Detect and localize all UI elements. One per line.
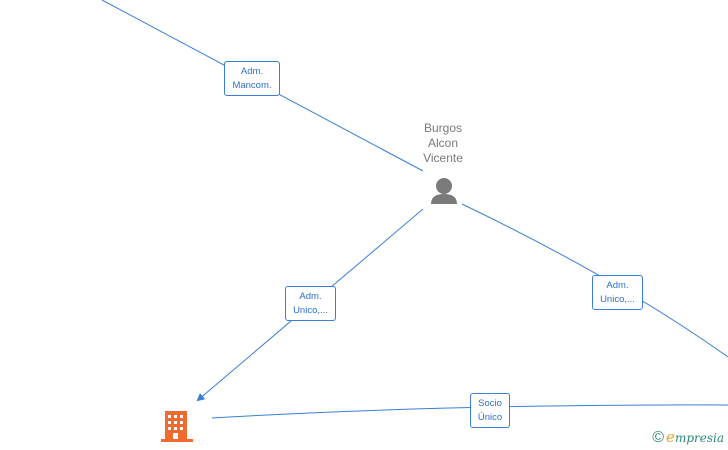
edge-label-line-1: Adm.	[606, 280, 629, 291]
person-name-line-1: Burgos	[423, 121, 463, 135]
empresia-logo-e: e	[666, 428, 675, 446]
person-name-line-2: Alcon	[427, 136, 459, 150]
copyright-icon: ©	[652, 429, 665, 446]
edge-label-line-2: Unico,...	[293, 305, 328, 316]
edge-label-line-2: Único	[477, 412, 503, 423]
edge-label-adm-unico-right[interactable]: Adm. Unico,...	[592, 275, 643, 310]
edge-label-line-2: Unico,...	[600, 294, 635, 305]
edge-label-line-1: Adm.	[240, 66, 264, 77]
building-icon[interactable]	[161, 411, 193, 442]
person-icon[interactable]	[431, 178, 457, 204]
edge-label-socio-unico[interactable]: Socio Único	[470, 393, 510, 428]
edge-label-line-1: Socio	[478, 398, 502, 409]
edge-line-adm-mancom	[101, 0, 424, 172]
edge-line-socio-unico	[211, 404, 728, 419]
person-name[interactable]: Burgos Alcon Vicente	[405, 121, 481, 166]
edge-label-line-1: Adm.	[299, 291, 322, 302]
empresia-copyright: ©empresia	[652, 428, 724, 447]
edge-label-line-2: Mancom.	[232, 80, 272, 91]
person-name-line-3: Vicente	[423, 151, 463, 165]
edge-label-adm-mancom[interactable]: Adm. Mancom.	[224, 61, 280, 96]
edge-label-adm-unico-left[interactable]: Adm. Unico,...	[285, 286, 336, 321]
empresia-logo-text: mpresia	[674, 431, 724, 445]
